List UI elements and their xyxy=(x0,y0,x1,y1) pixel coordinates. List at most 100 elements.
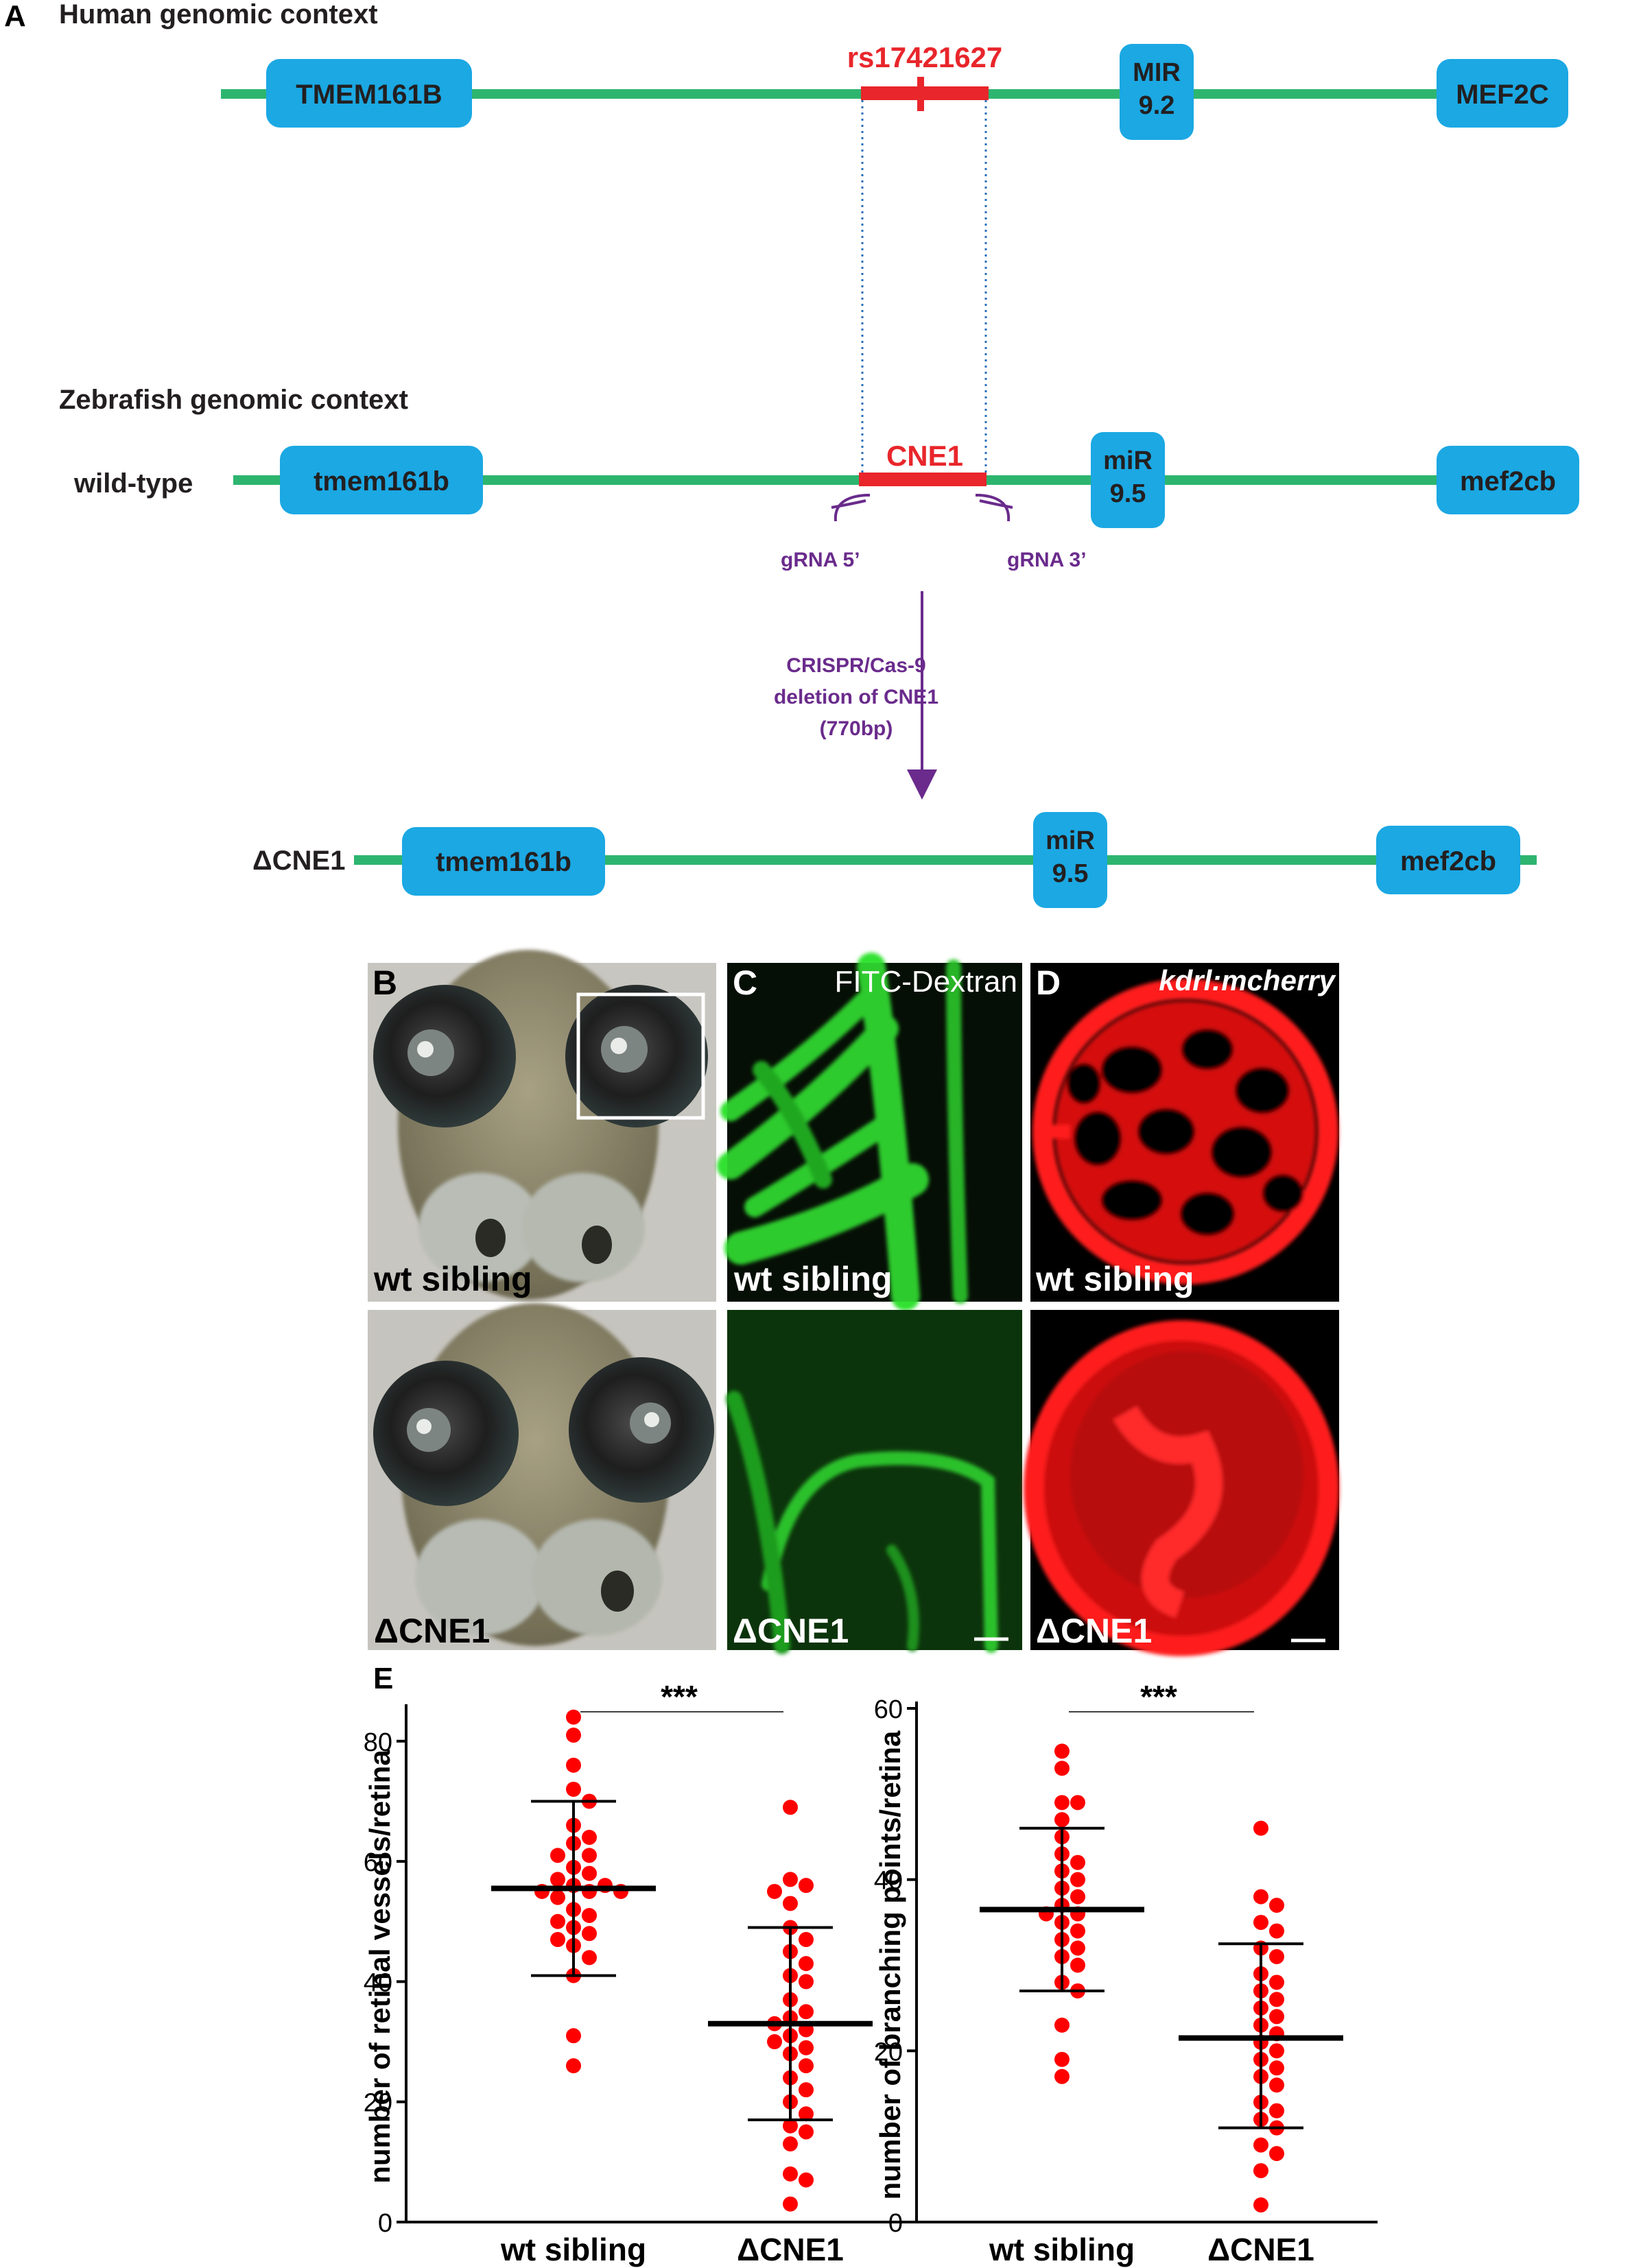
data-point xyxy=(1269,2103,1284,2118)
data-point xyxy=(550,1848,565,1863)
data-point xyxy=(566,2028,581,2044)
gene-tmem161b-mut: tmem161b xyxy=(402,827,605,896)
data-point xyxy=(550,1913,565,1929)
data-point xyxy=(783,2196,798,2212)
svg-text:mef2cb: mef2cb xyxy=(1460,466,1556,497)
data-point xyxy=(1054,1760,1070,1776)
data-point xyxy=(767,1883,782,1899)
panel-letter-d: D xyxy=(1036,964,1061,1002)
svg-text:tmem161b: tmem161b xyxy=(314,466,449,497)
panel-c-top-image: C FITC-Dextran wt sibling xyxy=(717,953,1022,1311)
significance-label: *** xyxy=(661,1679,698,1715)
data-point xyxy=(550,1872,565,1887)
data-point xyxy=(799,2082,814,2098)
panel-letter-c: C xyxy=(733,964,757,1002)
y-tick-label: 40 xyxy=(874,1867,903,1896)
data-point xyxy=(783,1896,798,1911)
panel-d-bottom-image: ΔCNE1 xyxy=(1024,1310,1339,1656)
data-point xyxy=(1253,1820,1268,1836)
y-tick-label: 60 xyxy=(364,1848,392,1877)
gene-tmem161b-wt: tmem161b xyxy=(280,446,483,514)
human-context-title: Human genomic context xyxy=(59,0,378,29)
data-point xyxy=(550,1932,565,1948)
crispr-line-2: deletion of CNE1 xyxy=(774,686,938,708)
panel-letter-a: A xyxy=(4,0,26,33)
panel-d-bottom-label: ΔCNE1 xyxy=(1036,1612,1152,1650)
svg-text:tmem161b: tmem161b xyxy=(436,847,571,877)
y-tick-label: 0 xyxy=(378,2209,392,2238)
y-tick-label: 20 xyxy=(364,2089,392,2118)
svg-text:TMEM161B: TMEM161B xyxy=(296,80,442,110)
data-point xyxy=(1269,1898,1284,1913)
data-point xyxy=(1070,1889,1085,1905)
zebrafish-context-title: Zebrafish genomic context xyxy=(59,385,408,415)
deletion-chromosome-line xyxy=(354,855,1537,865)
crispr-line-1: CRISPR/Cas-9 xyxy=(786,654,925,677)
data-point xyxy=(799,2106,814,2122)
panel-a: A Human genomic context rs17421627 TMEM1… xyxy=(4,0,1579,908)
panel-b: B wt sibling ΔCNE1 xyxy=(368,950,716,1650)
y-tick-label: 0 xyxy=(888,2209,903,2238)
data-point xyxy=(566,2058,581,2074)
grna-5-label: gRNA 5’ xyxy=(781,549,860,571)
x-category-label: wt sibling xyxy=(500,2232,646,2267)
svg-text:MEF2C: MEF2C xyxy=(1456,80,1549,110)
data-point xyxy=(1253,1915,1268,1931)
data-point xyxy=(1054,2068,1070,2084)
data-point xyxy=(550,1889,565,1905)
snp-label: rs17421627 xyxy=(847,41,1003,73)
data-point xyxy=(767,2034,782,2050)
data-point xyxy=(799,2124,814,2140)
data-point xyxy=(582,1830,597,1846)
data-point xyxy=(799,2058,814,2074)
data-point xyxy=(799,2040,814,2055)
y-tick-label: 60 xyxy=(874,1695,903,1724)
data-point xyxy=(1054,1795,1070,1811)
data-point xyxy=(1253,2197,1268,2213)
snp-marker xyxy=(917,77,924,111)
data-point xyxy=(783,2118,798,2134)
panel-c-bottom-label: ΔCNE1 xyxy=(733,1612,849,1650)
cne1-region xyxy=(859,473,987,486)
panel-b-top-label: wt sibling xyxy=(373,1260,532,1298)
data-point xyxy=(1054,1743,1070,1759)
gene-mef2c-human: MEF2C xyxy=(1437,59,1568,128)
data-point xyxy=(1054,1812,1070,1828)
panel-d-top-image: D kdrl:mcherry wt sibling xyxy=(1030,963,1339,1302)
grna-3-hook xyxy=(976,494,1011,522)
grna-3-label: gRNA 3’ xyxy=(1007,549,1087,571)
data-point xyxy=(582,1848,597,1863)
data-point xyxy=(1269,1992,1284,2007)
data-point xyxy=(1269,2077,1284,2093)
data-point xyxy=(566,1709,581,1725)
data-point xyxy=(1054,2017,1070,2033)
data-point xyxy=(799,1956,814,1972)
data-point xyxy=(799,2004,814,2020)
data-point xyxy=(799,2172,814,2188)
data-point xyxy=(1253,1889,1268,1905)
crispr-line-3: (770bp) xyxy=(820,717,893,740)
data-point xyxy=(1070,1957,1085,1973)
cne1-label: CNE1 xyxy=(886,440,963,472)
panel-c: C FITC-Dextran wt sibling ΔCNE1 xyxy=(717,953,1022,1654)
panel-b-bottom-label: ΔCNE1 xyxy=(374,1612,490,1650)
y-tick-label: 40 xyxy=(364,1968,392,1997)
panel-c-bottom-image: ΔCNE1 xyxy=(726,1310,1022,1654)
x-category-label: wt sibling xyxy=(989,2232,1135,2267)
y-axis-label: number of branching points/retina xyxy=(874,1730,906,2199)
data-point xyxy=(1070,1872,1085,1887)
data-point xyxy=(1269,2146,1284,2162)
data-point xyxy=(799,1878,814,1894)
data-point xyxy=(1253,2163,1268,2179)
data-point xyxy=(566,1781,581,1797)
data-point xyxy=(783,1872,798,1887)
panel-b-bottom-image: ΔCNE1 xyxy=(368,1303,716,1650)
grna-5-hook xyxy=(834,494,870,522)
gene-mef2cb-mut: mef2cb xyxy=(1376,826,1520,894)
gene-mef2cb-wt: mef2cb xyxy=(1437,446,1579,514)
y-tick-label: 80 xyxy=(364,1728,392,1757)
